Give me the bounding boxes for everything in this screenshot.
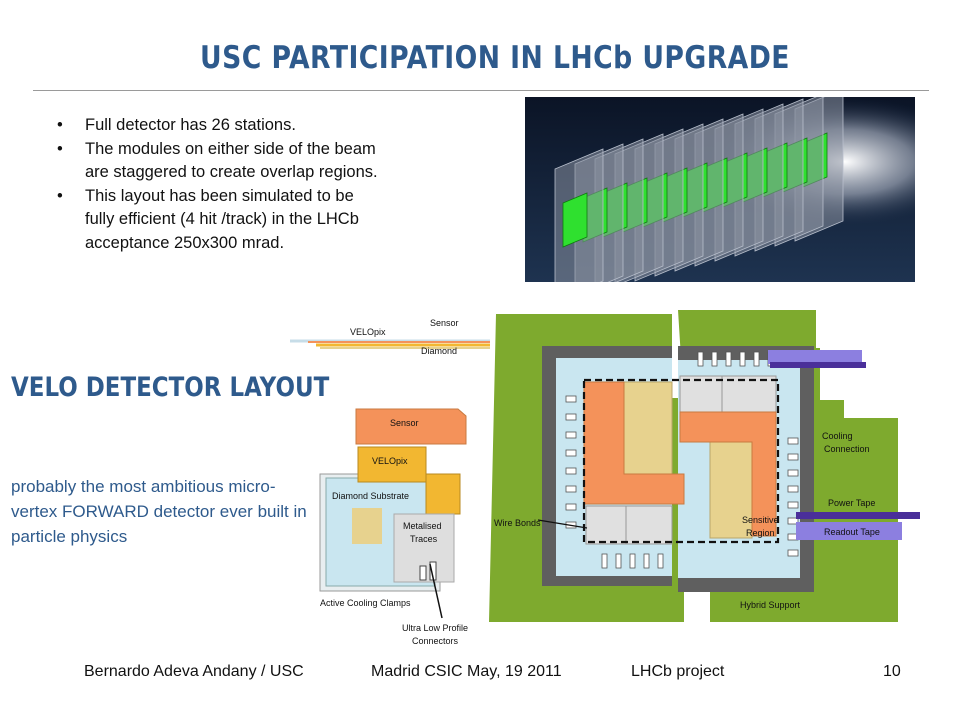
connector-tab — [711, 351, 718, 367]
chip-gray — [679, 375, 723, 413]
label-cooling-clamps: Active Cooling Clamps — [320, 598, 411, 608]
label-metalised-2: Traces — [410, 534, 438, 544]
chip-tan — [623, 381, 673, 479]
wire-bonds-pointer — [537, 519, 588, 529]
label-sensor-block: Sensor — [390, 418, 419, 428]
chip-gray — [721, 375, 777, 413]
module-exploded-view: VELOpix Sensor Diamond Sensor VELOpix Di… — [290, 318, 490, 646]
connector-tab — [629, 553, 636, 569]
connector-tab — [787, 437, 799, 445]
velopix-block — [425, 473, 461, 515]
readout-tape — [796, 522, 902, 540]
connector-tab — [787, 485, 799, 493]
footer-venue: Madrid CSIC May, 19 2011 — [371, 663, 562, 680]
label-diamond-substrate: Diamond Substrate — [332, 491, 409, 501]
label-metalised-1: Metalised — [403, 521, 442, 531]
sensitive-region-outline — [582, 378, 780, 544]
connector-tab — [753, 351, 760, 367]
connector-tab — [697, 351, 704, 367]
section-description: probably the most ambitious micro-vertex… — [11, 477, 307, 546]
label-readout-tape: Readout Tape — [824, 527, 880, 537]
connector-arrow — [429, 563, 443, 619]
velopix-block — [357, 446, 427, 483]
connector-tab — [739, 351, 746, 367]
connector-tab — [565, 503, 577, 511]
label-cooling-1: Cooling — [822, 431, 853, 441]
connector-tab — [787, 549, 799, 557]
sensor-block — [355, 408, 467, 445]
connector-tab — [565, 449, 577, 457]
label-wire-bonds: Wire Bonds — [494, 518, 541, 528]
connector-tab — [565, 431, 577, 439]
connector-tab — [787, 453, 799, 461]
label-sensor: Sensor — [430, 318, 459, 328]
power-tape — [796, 512, 920, 519]
bullet-item: Full detector has 26 stations. — [55, 114, 385, 138]
connector-tab — [787, 469, 799, 477]
connector-tab — [565, 395, 577, 403]
label-velopix: VELOpix — [350, 327, 386, 337]
title-divider — [33, 90, 929, 91]
page-number: 10 — [883, 663, 901, 680]
chip-tan — [709, 441, 753, 539]
connector-tab — [565, 485, 577, 493]
connector-tab — [643, 553, 650, 569]
label-diamond: Diamond — [421, 346, 457, 356]
label-cooling-2: Connection — [824, 444, 870, 454]
label-power-tape: Power Tape — [828, 498, 875, 508]
footer-author: Bernardo Adeva Andany / USC — [84, 663, 304, 680]
connector-tab — [565, 467, 577, 475]
connector — [419, 565, 427, 581]
connector-tab — [615, 553, 622, 569]
slide-title: USC PARTICIPATION IN LHCb UPGRADE — [200, 40, 790, 76]
sensor-right — [679, 411, 777, 537]
velo-stations-render — [525, 97, 915, 282]
connector-tab — [657, 553, 664, 569]
label-velopix-block: VELOpix — [372, 456, 408, 466]
station-module — [562, 192, 588, 248]
connector-tab — [725, 351, 732, 367]
section-heading: VELO DETECTOR LAYOUT — [11, 372, 330, 403]
bullet-item: The modules on either side of the beam a… — [55, 138, 385, 185]
bullet-item: This layout has been simulated to be ful… — [55, 185, 385, 256]
footer-project: LHCb project — [631, 663, 725, 680]
chip-gray — [625, 505, 673, 545]
readout-tape-top — [768, 350, 862, 364]
diamond-tile — [352, 508, 382, 544]
module-layout-diagram: Wire Bonds Sensitive Region Cooling Conn… — [489, 310, 920, 622]
label-ultra-low-2: Connectors — [412, 636, 459, 646]
connector-tab — [787, 501, 799, 509]
connector-tab — [787, 517, 799, 525]
label-ultra-low-1: Ultra Low Profile — [402, 623, 468, 633]
sensor-left — [583, 381, 685, 505]
bullet-list: Full detector has 26 stations. The modul… — [55, 114, 385, 255]
chip-gray — [585, 505, 627, 545]
connector-tab — [565, 413, 577, 421]
label-sensitive-2: Region — [746, 528, 775, 538]
label-hybrid-support: Hybrid Support — [740, 600, 801, 610]
label-sensitive-1: Sensitive — [742, 515, 779, 525]
power-tape-top — [770, 362, 866, 368]
connector-tab — [601, 553, 608, 569]
